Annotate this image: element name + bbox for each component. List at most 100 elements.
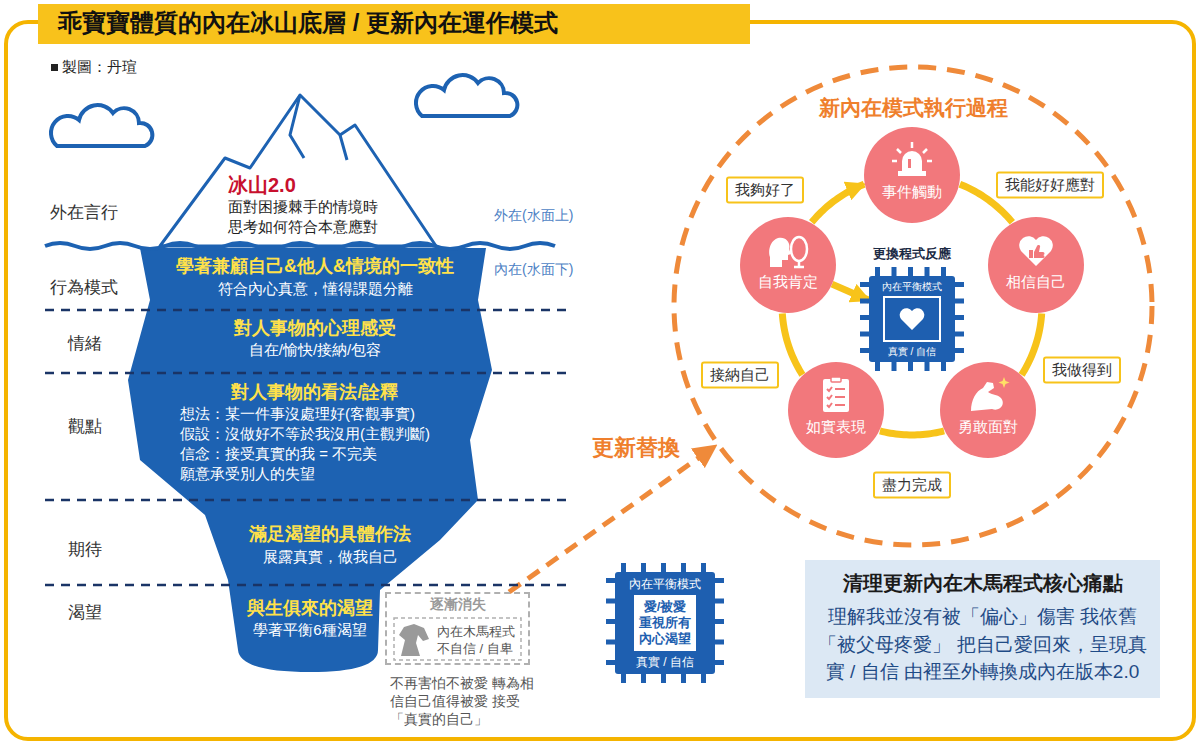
node-text: 與生俱來的渴望 — [230, 596, 390, 620]
chip-pin — [701, 674, 706, 683]
cycle-arc — [1022, 313, 1042, 374]
iceberg-crevice — [290, 95, 347, 160]
title-bar — [38, 4, 750, 44]
decor-rect — [908, 159, 911, 168]
decor-path — [769, 238, 791, 267]
chip-pin — [860, 332, 869, 337]
node-text: 自在/愉快/接納/包容 — [150, 341, 480, 360]
chip-pin — [908, 267, 913, 276]
node-text: 愛/被愛 重視所有 內心渴望 — [637, 599, 693, 647]
step-circle: 勇敢面對 — [940, 362, 1036, 458]
node-text: 滿足渴望的具體作法 — [200, 522, 460, 546]
decor-path — [900, 308, 925, 330]
text-label: 觀點 — [68, 416, 102, 438]
chip-pin — [860, 348, 869, 353]
chip-pin — [908, 362, 913, 371]
decor-path — [902, 151, 922, 171]
edge-label: 我做得到 — [1043, 357, 1121, 384]
node-text: 真實 / 自信 — [888, 345, 936, 358]
chip-pin — [606, 640, 615, 645]
edge-label: 我能好好應對 — [996, 172, 1104, 199]
step-icon — [814, 376, 858, 414]
iceberg-tip — [160, 95, 436, 246]
chip-pin — [860, 315, 869, 320]
chip-pin — [621, 563, 626, 572]
step-icon — [1014, 231, 1058, 269]
node-text: 面對困擾棘手的情境時 思考如何符合本意應對 — [228, 197, 386, 237]
chip-pin — [715, 599, 724, 604]
row-divider — [45, 309, 568, 312]
node-text: 符合內心真意，懂得課題分離 — [150, 280, 480, 299]
decor-path — [1019, 236, 1053, 266]
chip-pin — [701, 563, 706, 572]
node-text: 相信自己 — [1006, 273, 1066, 292]
chip-pin — [681, 563, 686, 572]
chip-pin — [715, 640, 724, 645]
node-text: 冰山2.0 — [228, 172, 296, 199]
chip-pin — [925, 362, 930, 371]
step-icon — [966, 376, 1010, 414]
node-text: 清理更新內在木馬程式核心痛點 — [817, 570, 1148, 597]
chip-pin — [641, 563, 646, 572]
chip-pin — [606, 578, 615, 583]
node-text: 信念：接受真實的我 = 不完美 願意承受別人的失望 — [180, 444, 395, 484]
decor-path — [1029, 245, 1045, 258]
iceberg-shape: 冰山2.0面對困擾棘手的情境時 思考如何符合本意應對學著兼顧自己&他人&情境的一… — [40, 85, 580, 675]
page-frame — [6, 22, 1194, 739]
node-text: 對人事物的看法/詮釋 — [150, 380, 480, 404]
node-text: 逐漸消失 — [387, 596, 528, 614]
step-circle: 相信自己 — [988, 217, 1084, 313]
chip-box: 內在平衡模式愛/被愛 重視所有 內心渴望真實 / 自信 — [615, 572, 715, 674]
water-line — [45, 243, 555, 249]
text-label: 期待 — [68, 539, 102, 561]
chip-pin — [661, 674, 666, 683]
text-label: 情緒 — [68, 333, 102, 355]
decor-path — [794, 261, 804, 267]
chip-core — [883, 296, 941, 342]
text-label: 外在(水面上) — [494, 206, 573, 224]
decor-path — [971, 382, 1003, 411]
text-label: 製圖：丹瑄 — [62, 57, 137, 77]
node-text: 真實 / 自信 — [636, 654, 694, 670]
chip-pin — [621, 674, 626, 683]
note-panel: 清理更新內在木馬程式核心痛點理解我並沒有被「偏心」傷害 我依舊「被父母疼愛」 把… — [805, 560, 1160, 698]
node-text: 新內在模式執行過程 — [671, 94, 1155, 122]
node-text: 假設：沒做好不等於我沒用(主觀判斷) — [180, 424, 430, 444]
row-divider — [45, 499, 568, 502]
step-circle: 如實表現 — [788, 362, 884, 458]
node-text: 事件觸動 — [882, 183, 942, 202]
edge-label: 更換程式反應 — [871, 245, 953, 263]
text-label: 行為模式 — [50, 277, 118, 299]
cycle-arc — [812, 184, 864, 222]
node-text: 想法：某一件事沒處理好(客觀事實) — [180, 404, 415, 424]
chip-pin — [661, 563, 666, 572]
node-text: 學著兼顧自己&他人&情境的一致性 — [150, 254, 480, 278]
chip-pin — [715, 660, 724, 665]
cycle-arc — [782, 313, 802, 374]
decor-path — [892, 142, 932, 161]
text-label: 渴望 — [68, 602, 102, 624]
decor-path — [827, 387, 845, 407]
trojan-box: 逐漸消失內在木馬程式 不自信 / 自卑 — [385, 592, 530, 665]
heart-icon — [899, 307, 925, 331]
diagram-title: 乖寶寶體質的內在冰山底層 / 更新內在運作模式 — [58, 7, 558, 39]
chip-pin — [860, 299, 869, 304]
cloud — [416, 75, 517, 116]
chip-pin — [892, 362, 897, 371]
chip-pin — [875, 362, 880, 371]
chip-pin — [606, 599, 615, 604]
node-text: 對人事物的心理感受 — [150, 316, 480, 340]
dashed-circle — [674, 67, 1152, 545]
node-text: 內在木馬程式 不自信 / 自卑 — [437, 623, 523, 657]
node-text: 自我肯定 — [758, 273, 818, 292]
decor-ellipse — [791, 237, 807, 261]
edge-label: 盡力完成 — [873, 472, 951, 499]
horse-icon — [399, 624, 429, 656]
text-label: 內在(水面下) — [494, 260, 573, 278]
text-label: 不再害怕不被愛 轉為相信自己值得被愛 接受「真實的自己」 — [390, 674, 536, 729]
decor-path — [999, 377, 1010, 388]
decor-rect — [823, 379, 849, 412]
